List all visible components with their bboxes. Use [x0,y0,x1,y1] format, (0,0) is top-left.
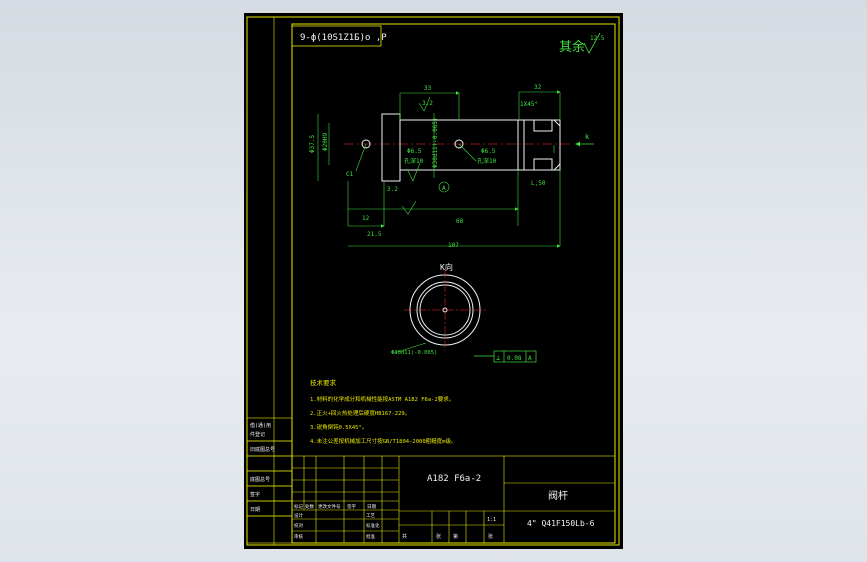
row-label-1: 处数 [305,503,314,510]
note-1: 1.材料的化学成分和机械性能按ASTM A182 F6a-2要求。 [310,395,454,403]
left-label-4: 签字 [250,491,260,498]
k-view-dim: Φ30d11(-0.065) [391,350,437,356]
dim-hole2: Φ6.5 [481,148,496,155]
roughness-symbol [583,32,601,54]
tol-value: 0.08 [507,355,522,362]
tolerance-frame [474,350,537,363]
part-name: 阀杆 [548,489,568,502]
row-label-2: 更改文件号 [318,503,341,510]
k-view-leader [393,342,427,354]
dim-hole2-note: 孔深10 [477,157,497,165]
left-label-1: 件登记 [250,431,265,438]
sign-label-2: 审核 [294,533,303,540]
sign-label-1: 校对 [294,522,303,529]
dimension-texts: 33 32 1X45° 3.2 Φ37.5 Φ20H9 Φ6.5 孔深10 Φ3… [309,84,546,249]
dim-hole1: Φ6.5 [407,148,422,155]
left-label-0: 借(通)用 [250,422,271,429]
note-4: 4.未注公差按机械加工尺寸按GB/T1804-2000粗糙度m级。 [310,437,456,445]
dim-chamfer: 1X45° [520,101,538,108]
sign-label-5: 批准 [366,533,375,540]
bottom-label-1: 张 [436,533,441,540]
sign-label-4: 标准化 [366,522,380,529]
scale: 1:1 [487,517,496,523]
note-2: 2.正火+回火热处理后硬度HB167-229。 [310,409,410,417]
note-3: 3.锐角倒钝0.5X45°。 [310,423,367,431]
drawing-number: 4" Q41F150Lb-6 [527,519,595,528]
bottom-label-0: 共 [402,533,407,540]
row-label-0: 标记 [294,503,303,510]
dim-hole1-note: 孔深10 [404,157,424,165]
dim-12: 12 [362,215,370,222]
drawing-sheet: 9-ф(10S1Z1Б)о ,P 其余 12.5 [244,13,623,549]
tol-datum: A [528,355,532,362]
bottom-label-2: 第 [453,533,458,540]
dim-68: 68 [456,218,464,225]
row-label-4: 日期 [367,504,376,510]
remaining-surface-text: 其余 [559,39,585,55]
left-label-3: 底图总号 [250,476,270,483]
sign-label-3: 工艺 [366,513,375,519]
outer-frame [246,16,620,546]
dim-chamfer-small: C1 [346,171,354,178]
dim-roughness-bottom: 3.2 [387,186,398,193]
sign-label-0: 设计 [294,512,303,519]
shaft-geometry [361,113,561,182]
row-label-3: 签字 [347,503,356,510]
left-label-5: 日期 [250,507,260,513]
dim-ra-bottom: L,50 [531,180,546,187]
notes-title: 技术要求 [310,378,337,387]
bottom-label-3: 张 [488,533,493,540]
dim-33: 33 [424,85,432,92]
dim-21: 21.5 [367,231,382,238]
drawing-canvas: 9-ф(10S1Z1Б)о ,P 其余 12.5 [246,16,620,546]
left-label-2: 旧底图总号 [250,446,275,453]
code-box [291,25,382,47]
dim-diameter-left: Φ37.5 [309,135,316,153]
datum-label: A [442,185,446,192]
material: A182 F6a-2 [427,474,481,484]
remaining-roughness-value: 12.5 [590,35,605,42]
dim-roughness-top: 3.2 [422,100,433,107]
dim-diameter-left2: Φ20H9 [322,133,329,151]
dim-107: 107 [448,242,459,249]
dim-center: Φ30d11(-0.065) [432,117,439,168]
code-box-text: 9-ф(10S1Z1Б)о ,P [300,33,387,43]
tol-symbol: ⊥ [496,354,500,362]
view-arrow-label: k [585,133,590,141]
dim-32: 32 [534,84,542,91]
dimension-lines [317,90,561,248]
title-block-grid [291,455,616,544]
view-label: K向 [440,262,453,272]
